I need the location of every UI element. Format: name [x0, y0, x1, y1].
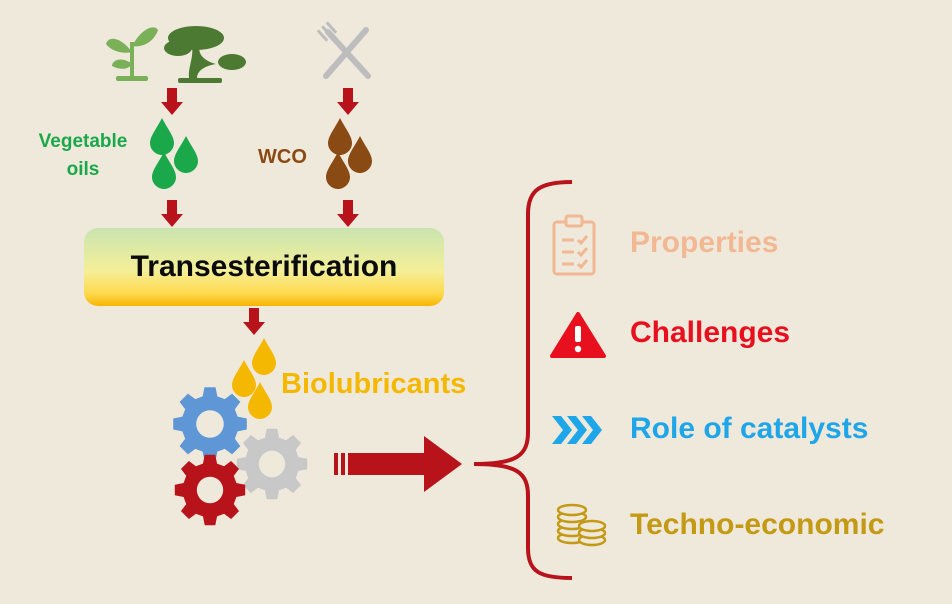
yellow-oil-drops-icon: [232, 338, 276, 419]
seedling-icon: [106, 27, 158, 81]
coins-stack-icon: [556, 503, 607, 547]
arrow-down-icon: [161, 88, 183, 115]
gear-blue-icon: [173, 387, 247, 461]
arrow-right-icon: [334, 436, 462, 492]
topic-properties: Properties: [630, 226, 779, 259]
tree-icon: [164, 26, 246, 83]
arrow-down-icon: [161, 200, 183, 227]
gear-red-icon: [174, 454, 246, 526]
wco-label: WCO: [258, 146, 307, 168]
chevrons-right-icon: [552, 416, 602, 444]
warning-triangle-icon: [550, 312, 606, 358]
clipboard-checklist-icon: [552, 214, 596, 276]
topic-techno-economic: Techno-economic: [630, 508, 885, 541]
transesterification-box: Transesterification: [84, 228, 444, 306]
arrow-down-icon: [337, 88, 359, 115]
gear-grey-icon: [236, 428, 308, 500]
arrow-down-icon: [337, 200, 359, 227]
transesterification-label: Transesterification: [130, 250, 398, 283]
fork-knife-icon: [323, 27, 371, 79]
topic-challenges: Challenges: [630, 316, 791, 349]
brown-oil-drops-icon: [326, 118, 372, 189]
biolubricants-label: Biolubricants: [281, 368, 467, 400]
topic-role-of-catalysts: Role of catalysts: [630, 412, 869, 445]
curly-brace: [473, 180, 573, 580]
arrow-down-icon: [243, 308, 265, 335]
green-oil-drops-icon: [150, 118, 198, 189]
